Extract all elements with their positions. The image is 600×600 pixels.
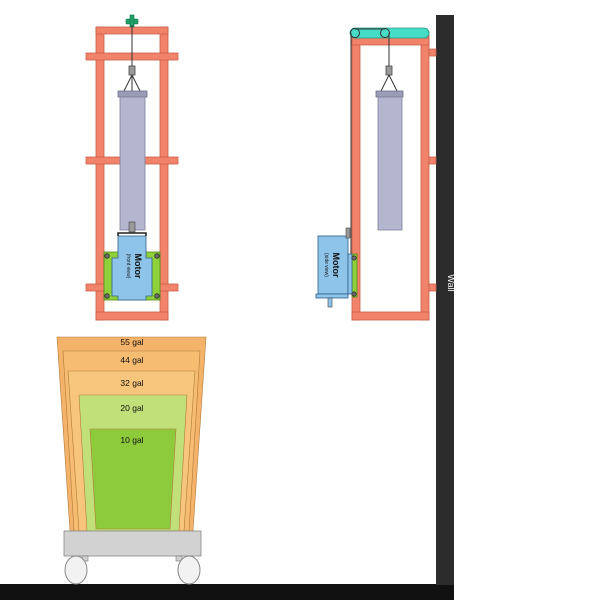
side-motor-mount: [351, 253, 358, 298]
cart-wheel-left: [64, 555, 88, 585]
front-frame-left-post: [95, 26, 105, 321]
front-motor-label: Motor: [133, 254, 143, 279]
front-sling-left: [123, 74, 133, 92]
floor: [0, 584, 456, 600]
side-wall-bracket-2: [428, 156, 437, 165]
wall-label: Wall: [446, 274, 456, 291]
front-rod: [128, 221, 136, 233]
side-sling-left: [380, 74, 390, 92]
side-wall-bracket-1: [428, 48, 437, 57]
side-cylinder-cap: [375, 90, 404, 98]
front-mount-bolts: [104, 253, 160, 299]
side-motor-base: [315, 293, 349, 299]
side-shackle: [385, 65, 393, 76]
front-frame-bottom-beam: [95, 311, 169, 321]
side-motor-sublabel: (side view): [323, 253, 329, 277]
side-frame-bottom-beam: [351, 311, 430, 321]
front-cylinder: [119, 96, 146, 231]
cart: [63, 530, 202, 585]
bin-label-32: 32 gal: [120, 378, 143, 388]
front-view: Motor (front view): [85, 14, 179, 321]
front-motor-bracket: [117, 232, 147, 236]
bin-label-55: 55 gal: [120, 337, 143, 347]
front-motor: [111, 235, 153, 301]
side-view: Motor (side view): [315, 27, 437, 321]
background: [454, 0, 600, 600]
front-shackle: [128, 65, 136, 76]
front-cylinder-cap: [117, 90, 148, 98]
side-bolt-top: [351, 255, 357, 261]
cart-platform: [63, 530, 202, 557]
bin-stack: 55 gal 44 gal 32 gal 20 gal 10 gal: [56, 336, 207, 532]
bin-10-gal: [89, 428, 177, 530]
side-frame-top-beam: [351, 37, 430, 46]
side-cylinder: [377, 96, 403, 231]
side-bolt-bottom: [351, 291, 357, 297]
side-motor-flange: [347, 253, 353, 295]
bin-label-44: 44 gal: [120, 355, 143, 365]
front-motor-sublabel: (front view): [125, 254, 131, 279]
cart-wheel-right: [177, 555, 201, 585]
side-sling-right: [388, 74, 398, 92]
side-motor-post: [345, 227, 351, 239]
side-motor-shaft: [327, 297, 333, 308]
front-frame-right-post: [159, 26, 169, 321]
side-motor-label: Motor: [331, 253, 341, 278]
bin-label-10: 10 gal: [120, 435, 143, 445]
side-frame-right-post: [420, 31, 430, 321]
side-wall-bracket-3: [428, 283, 437, 292]
front-sling-right: [131, 74, 141, 92]
bin-label-20: 20 gal: [120, 403, 143, 413]
wall: [436, 15, 454, 585]
